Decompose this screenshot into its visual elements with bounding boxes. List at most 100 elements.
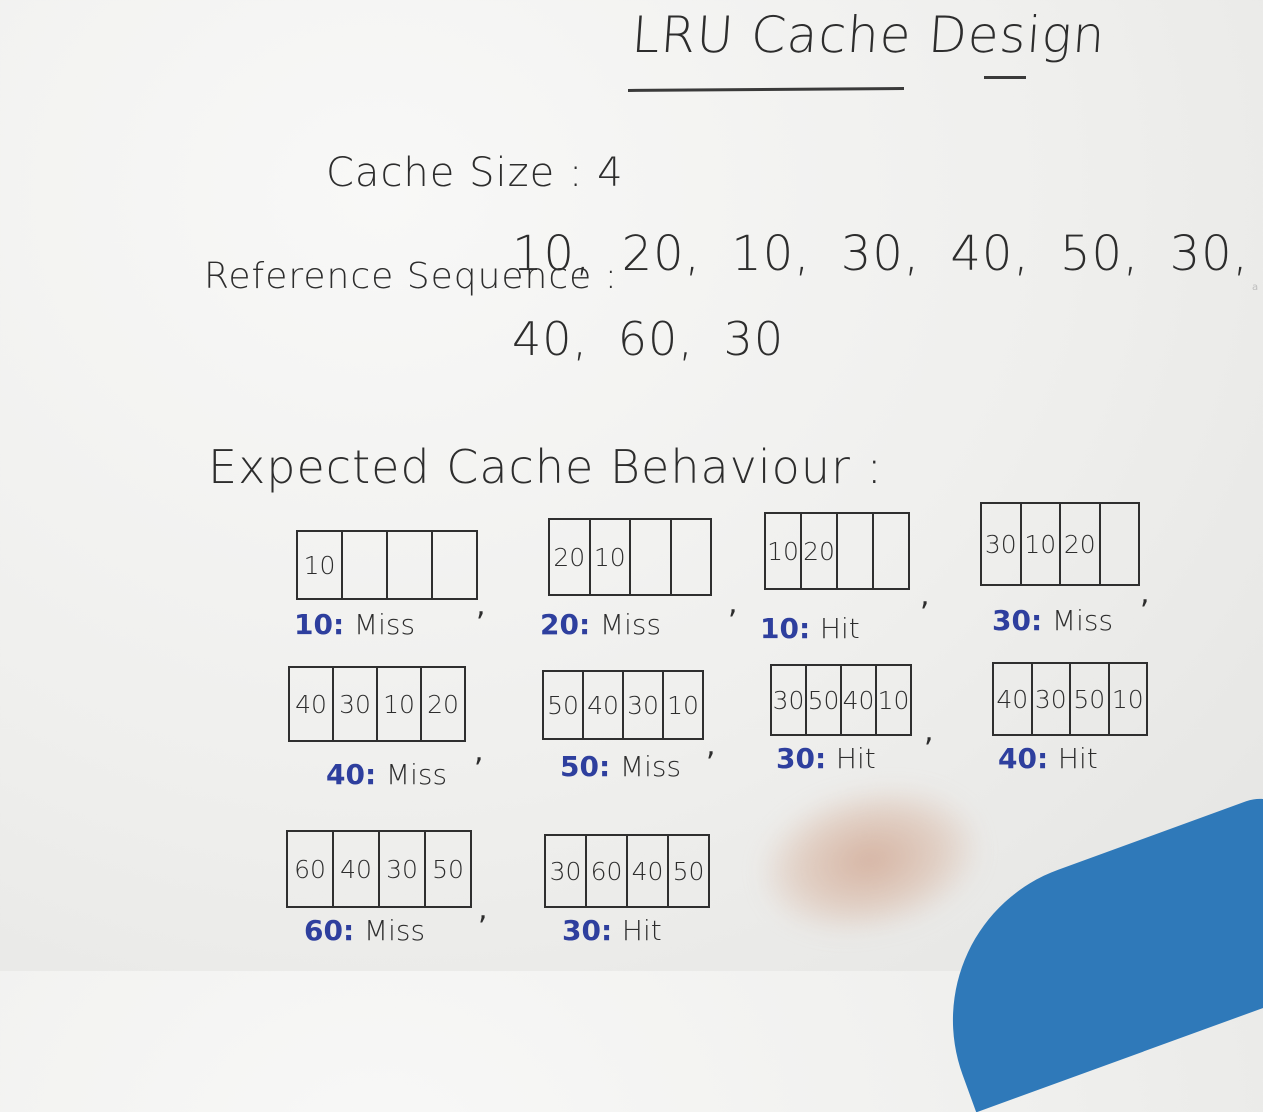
step-separator: :: [332, 608, 354, 641]
step-comma: ,: [920, 578, 930, 613]
cache-slot: [343, 532, 388, 598]
presenter-hand: [747, 768, 993, 952]
cache-slot: 30: [380, 832, 426, 906]
step-key: 30: [776, 742, 815, 775]
step-caption: 60: Miss: [304, 914, 425, 947]
reference-sequence-line-1: 10, 20, 10, 30, 40, 50, 30,: [512, 226, 1249, 282]
cache-slot: 10: [378, 668, 422, 740]
cache-slot: 40: [334, 832, 380, 906]
step-caption: 20: Miss: [540, 608, 661, 641]
step-separator: :: [364, 758, 386, 791]
cache-slot: 50: [807, 666, 842, 734]
board-title: LRU Cache Design: [629, 6, 1108, 64]
step-result: Miss: [1051, 604, 1114, 637]
step-result: Miss: [363, 914, 426, 947]
step-comma: ,: [728, 586, 738, 621]
cache-slot: 10: [766, 514, 802, 588]
step-result: Hit: [835, 742, 876, 775]
cache-slot: 10: [877, 685, 910, 715]
step-separator: :: [342, 914, 364, 947]
cache-slot: [433, 532, 476, 598]
step-result: Miss: [353, 608, 416, 641]
step-key: 50: [560, 750, 599, 783]
cache-box: 10: [296, 530, 478, 600]
edge-mark: a: [1252, 282, 1259, 293]
cache-slot: 40: [994, 664, 1033, 734]
cache-slot: 30: [334, 668, 378, 740]
cache-slot: [388, 532, 433, 598]
cache-slot: 10: [591, 520, 631, 594]
step-key: 40: [326, 758, 365, 791]
step-key: 10: [294, 608, 333, 641]
step-separator: :: [1036, 742, 1058, 775]
cache-slot: 30: [982, 504, 1022, 584]
step-key: 20: [540, 608, 579, 641]
cache-slot: 50: [432, 854, 464, 884]
cache-slot: [838, 514, 874, 588]
step-separator: :: [600, 914, 622, 947]
cache-slot: [1101, 504, 1139, 584]
cache-slot: 20: [550, 520, 591, 594]
cache-slot: 10: [298, 532, 343, 598]
cache-slot: 60: [288, 832, 334, 906]
cache-slot: 40: [842, 666, 877, 734]
cache-slot: 40: [584, 672, 624, 738]
reference-sequence-line-2: 40, 60, 30: [512, 312, 785, 366]
cache-slot: 10: [1111, 684, 1144, 714]
step-caption: 30: Hit: [562, 914, 662, 947]
step-key: 30: [562, 914, 601, 947]
step-key: 40: [998, 742, 1037, 775]
step-result: Miss: [599, 608, 662, 641]
step-separator: :: [598, 750, 620, 783]
step-comma: ,: [478, 892, 488, 927]
step-result: Miss: [619, 750, 682, 783]
title-underline-extension: [984, 76, 1026, 79]
cache-slot: 40: [628, 836, 669, 906]
cache-slot: [631, 520, 672, 594]
cache-slot: 20: [427, 689, 459, 719]
step-result: Hit: [621, 914, 662, 947]
step-comma: ,: [474, 734, 484, 769]
cache-slot: 10: [1022, 504, 1061, 584]
cache-slot: 30: [772, 666, 807, 734]
step-separator: :: [814, 742, 836, 775]
cache-slot: 20: [802, 514, 838, 588]
step-key: 60: [304, 914, 343, 947]
cache-slot: 30: [624, 672, 664, 738]
step-result: Hit: [819, 612, 860, 645]
step-caption: 10: Miss: [294, 608, 415, 641]
step-comma: ,: [476, 588, 486, 623]
step-separator: :: [798, 612, 820, 645]
step-caption: 30: Miss: [992, 604, 1113, 637]
step-separator: :: [578, 608, 600, 641]
cache-slot: 50: [544, 672, 584, 738]
step-key: 10: [760, 612, 799, 645]
step-result: Miss: [385, 758, 448, 791]
cache-slot: [874, 514, 908, 588]
step-caption: 50: Miss: [560, 750, 681, 783]
step-comma: ,: [1140, 576, 1150, 611]
cache-slot: 40: [290, 668, 334, 740]
cache-slot: 60: [587, 836, 628, 906]
step-key: 30: [992, 604, 1031, 637]
step-separator: :: [1030, 604, 1052, 637]
cache-slot: 50: [672, 856, 705, 886]
cache-slot: 30: [1033, 664, 1071, 734]
step-caption: 10: Hit: [760, 612, 860, 645]
cache-slot: 10: [667, 690, 699, 720]
step-comma: ,: [924, 714, 934, 749]
step-caption: 40: Hit: [998, 742, 1098, 775]
step-result: Hit: [1057, 742, 1098, 775]
cache-slot: 30: [546, 836, 587, 906]
expected-behaviour-label: Expected Cache Behaviour :: [208, 440, 884, 494]
cache-slot: [672, 520, 711, 594]
